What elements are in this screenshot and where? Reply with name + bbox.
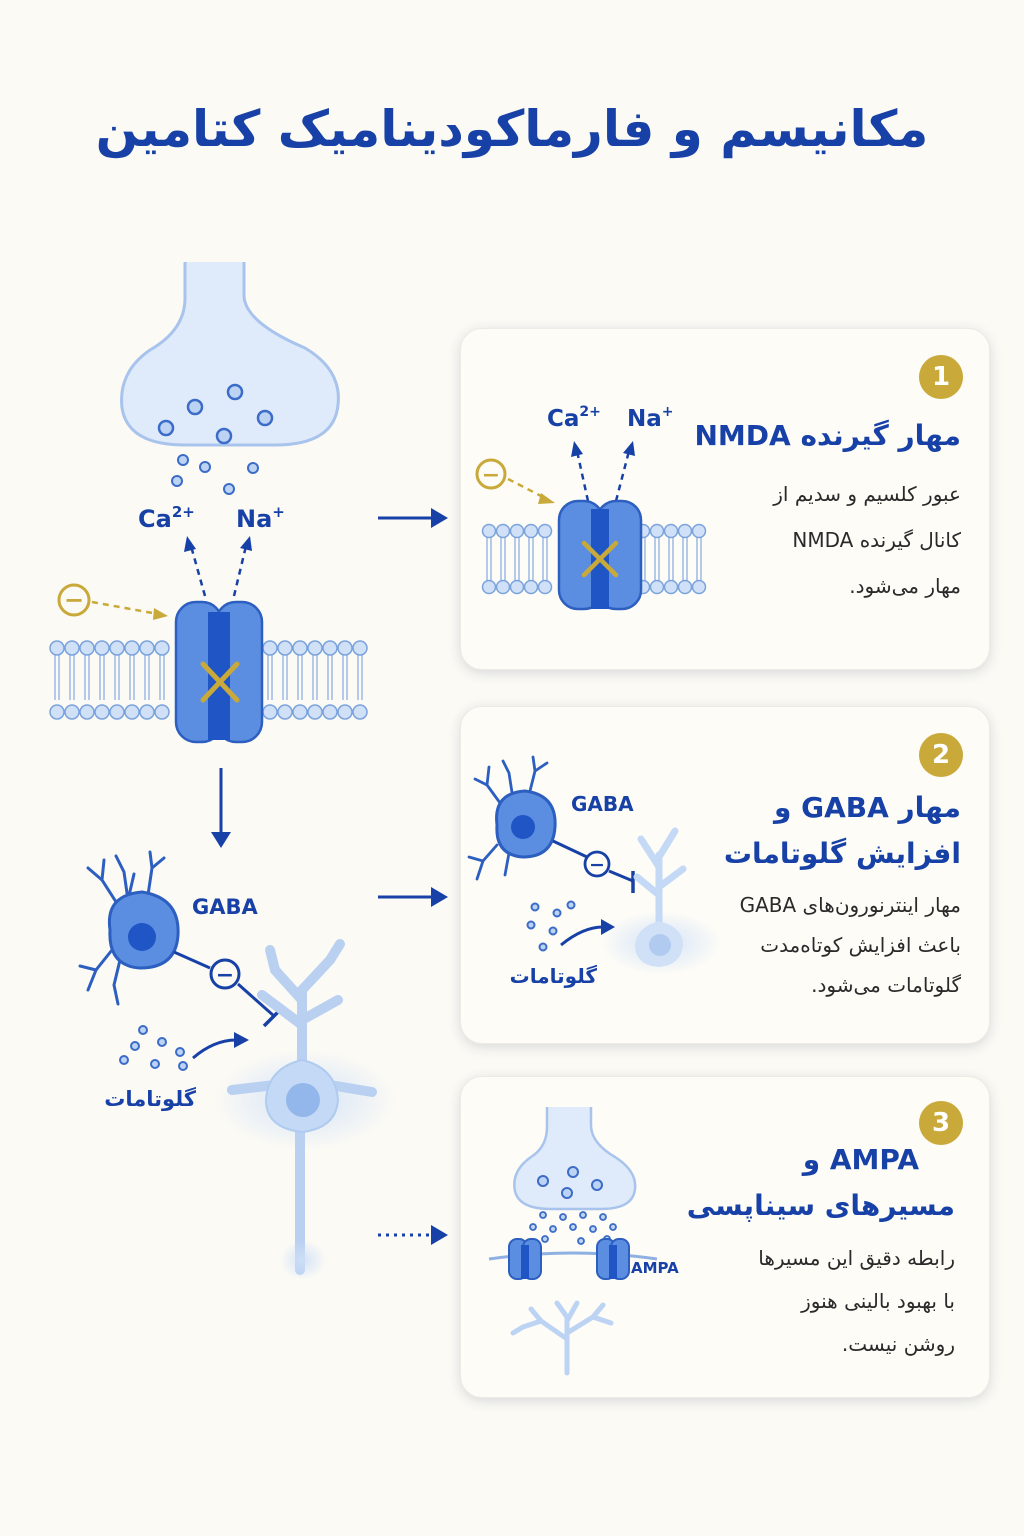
card-gaba: GABA − [460,706,990,1044]
card-nmda-illustration: Ca2+ Na+ [475,404,707,611]
card2-number-badge: 2 [919,733,963,777]
page-title: مکانیسم و فارماکودینامیک کتامین [95,100,929,158]
card2-pyramidal-neuron [601,827,721,975]
card2-title: مهار GABA و افزایش گلوتامات [723,791,961,870]
card1-text: عبور کلسیم و سدیم از کانال گیرنده NMDA م… [773,482,961,598]
connector-arrow-1 [378,508,448,528]
svg-text:−: − [482,463,500,488]
card2-gaba-interneuron [467,755,588,881]
card1-ion-calcium: Ca2+ [547,404,601,432]
card2-glutamate-arrow-icon [560,919,615,947]
card2-glutamate-label: گلوتامات [510,964,598,988]
main-diagram: Ca2+ Na+ − [49,262,448,1280]
gaba-label: GABA [192,895,258,919]
card2-gaba-inhibition-icon: − [583,850,635,893]
released-vesicles [171,454,259,495]
card1-inhibitor-icon: − [475,458,555,504]
card2-gaba-label: GABA [571,792,634,816]
card1-membrane [481,523,707,595]
card2-glutamate-particles [526,900,576,952]
card1-title: مهار گیرنده NMDA [694,419,961,452]
card1-number-badge: 1 [919,355,963,399]
presynaptic-terminal [120,262,340,447]
card1-ion-sodium: Na+ [627,404,674,432]
svg-text:−: − [216,963,234,988]
glutamate-arrow-icon [192,1032,249,1060]
card3-number-badge: 3 [919,1101,963,1145]
card3-presynaptic-terminal [513,1107,637,1211]
card1-nmda-channel [557,499,643,611]
svg-text:−: − [589,854,605,876]
ion-label-calcium: Ca2+ [138,503,195,533]
card-nmda: Ca2+ Na+ [460,328,990,670]
ion-label-sodium: Na+ [236,503,285,533]
card3-text: رابطه دقیق این مسیرها با بهبود بالینی هن… [758,1246,955,1356]
svg-text:−: − [64,586,84,614]
pyramidal-neuron [215,939,395,1280]
card3-title: AMPA و مسیرهای سیناپسی [686,1143,955,1222]
card3-dendrite [510,1300,614,1376]
card1-block-icon [581,540,619,578]
connector-arrow-2 [378,887,448,907]
card3-neurotransmitter-particles [529,1211,617,1245]
cell-membrane [49,640,368,720]
gaba-inhibition-icon: − [209,958,286,1028]
card3-ampa-receptor-right [596,1238,630,1280]
card2-text: مهار اینترنورون‌های GABA باعث افزایش کوت… [739,893,961,997]
channel-block-icon [200,661,240,703]
glutamate-particles [119,1025,188,1071]
card3-ampa-receptor-left [508,1238,542,1280]
down-arrow-icon [211,768,231,848]
nmda-channel [174,600,264,744]
card-ampa: AMPA 3 AMPA و مسیرهای سیناپسی رابطه دقیق… [460,1076,990,1398]
card-ampa-illustration: AMPA [488,1107,679,1376]
gaba-interneuron [78,850,211,1006]
card-gaba-illustration: GABA − [467,755,721,988]
ion-flow-arrows [189,545,248,597]
ketamine-inhibitor-icon: − [57,583,168,620]
glutamate-label: گلوتامات [104,1086,196,1111]
connector-arrow-3-dotted [378,1225,448,1245]
card3-ampa-label: AMPA [631,1259,679,1277]
